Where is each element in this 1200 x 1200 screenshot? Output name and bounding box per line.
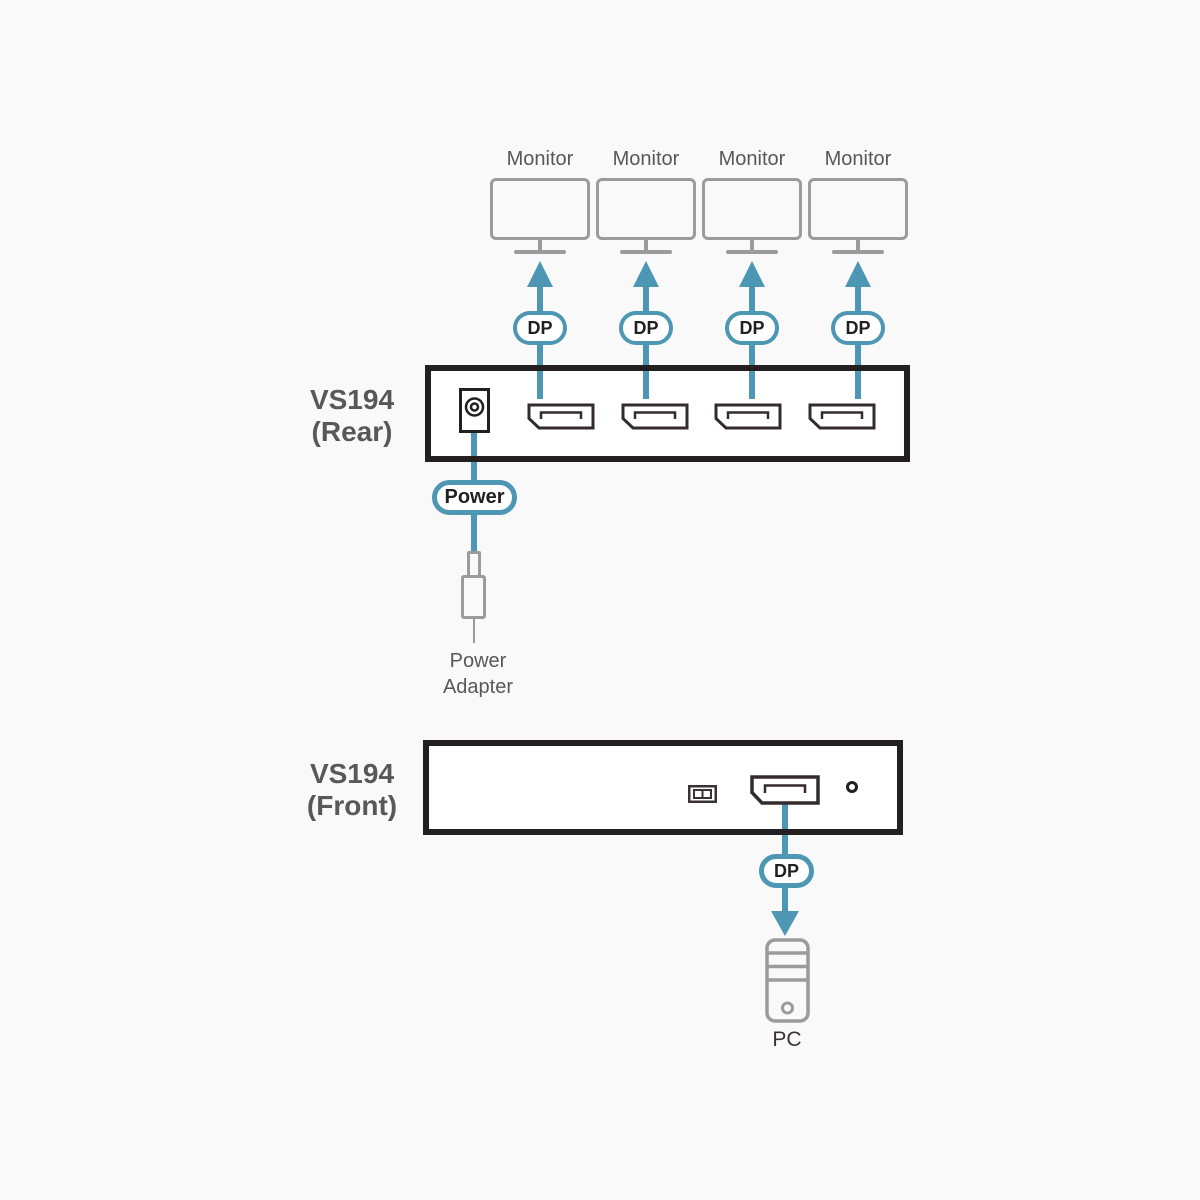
dp-cable-line [643,344,649,399]
monitor-stand-stem [538,240,542,251]
monitor-icon [596,178,696,258]
dp-port-icon [714,403,782,435]
front-panel-view: (Front) [306,790,398,821]
down-arrow-icon [771,911,799,936]
monitor-stand-base [726,250,778,254]
power-plug-icon [455,551,495,646]
pc-tower-icon [765,938,810,1028]
monitor-stand-base [514,250,566,254]
dp-cable-line [749,344,755,399]
monitor-screen [808,178,908,240]
monitor-label: Monitor [612,148,680,170]
pc-dp-badge: DP [759,854,814,888]
led-indicator-icon [846,781,858,793]
power-plug-body [461,575,486,619]
monitor-label: Monitor [824,148,892,170]
up-arrow-shaft [749,285,755,315]
pc-label: PC [772,1028,802,1051]
dp-badge-label: DP [845,317,871,338]
rear-panel-border [425,365,910,462]
power-adapter-label-line2: Adapter [442,676,514,698]
dc-jack-icon [459,388,490,438]
monitor-stand-stem [750,240,754,251]
dp-badge: DP [513,311,567,345]
front-panel-name: VS194 [309,758,395,789]
power-cable-line [471,513,477,554]
dp-badge-label: DP [739,317,765,338]
front-panel-box [423,740,903,835]
down-arrow-shaft [782,887,788,913]
power-adapter-label: Power Adapter [408,648,548,700]
monitor-stand-stem [644,240,648,251]
monitor-stand-base [832,250,884,254]
front-dp-port-icon [750,775,820,810]
power-badge-label: Power [444,486,505,508]
dp-badge: DP [725,311,779,345]
power-badge: Power [432,480,517,515]
monitor-label: Monitor [506,148,574,170]
power-plug-wire [472,617,475,643]
up-arrow-shaft [643,285,649,315]
dp-badge-label: DP [633,317,659,338]
rear-panel-name: VS194 [309,384,395,415]
power-plug-tip [467,551,481,578]
dp-badge: DP [619,311,673,345]
monitor-screen [596,178,696,240]
dp-port-icon [621,403,689,435]
monitor-icon [808,178,908,258]
dp-port-icon [527,403,595,435]
monitor-icon [702,178,802,258]
up-arrow-icon [739,261,765,287]
dp-cable-line [537,344,543,399]
monitor-label: Monitor [718,148,786,170]
front-panel-border [423,740,903,835]
monitor-stand-base [620,250,672,254]
rear-panel-label: VS194 (Rear) [292,384,412,448]
front-panel-label: VS194 (Front) [292,758,412,822]
dp-badge: DP [831,311,885,345]
dp-cable-line [855,344,861,399]
monitor-icon [490,178,590,258]
up-arrow-icon [527,261,553,287]
monitor-stand-stem [856,240,860,251]
power-adapter-label-line1: Power [449,650,507,672]
dip-switch-icon [688,785,717,808]
rear-panel-view: (Rear) [311,416,393,447]
up-arrow-icon [633,261,659,287]
dp-port-icon [808,403,876,435]
monitor-screen [702,178,802,240]
pc-dp-badge-label: DP [773,860,799,881]
up-arrow-shaft [537,285,543,315]
up-arrow-shaft [855,285,861,315]
monitor-screen [490,178,590,240]
dp-badge-label: DP [527,317,553,338]
up-arrow-icon [845,261,871,287]
